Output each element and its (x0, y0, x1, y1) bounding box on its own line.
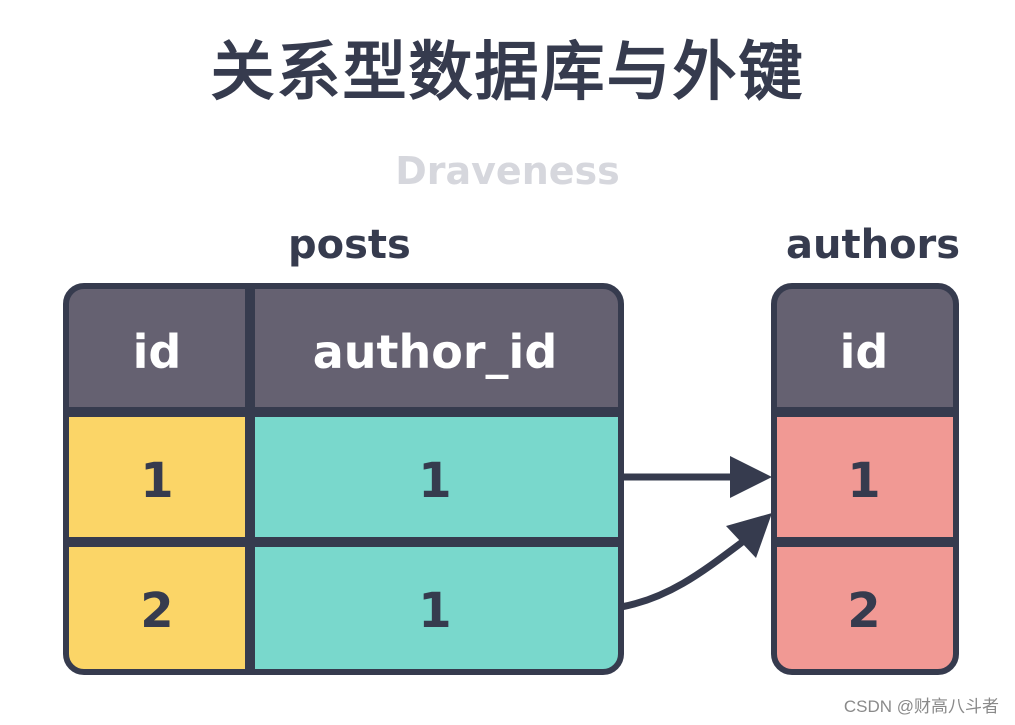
authors-row-1-id-cell (774, 412, 956, 542)
watermark: CSDN @财高八斗者 (843, 697, 999, 716)
posts-row-1-author-id-cell (247, 412, 621, 542)
posts-table (66, 286, 621, 672)
relation-arrow-row-2-head (726, 513, 772, 558)
posts-row-1-author-id: 1 (418, 453, 451, 509)
relation-arrow-row-1 (621, 456, 772, 498)
posts-header-id-cell (66, 286, 247, 412)
diagram-title: 关系型数据库与外键 (210, 36, 805, 110)
authors-table-border (771, 283, 959, 675)
relation-arrow-row-2 (620, 513, 772, 611)
diagram-subtitle: Draveness (395, 149, 620, 193)
posts-row-1-id-cell (66, 412, 247, 542)
posts-row-1-id: 1 (140, 453, 173, 509)
relation-arrow-row-1-head (730, 456, 772, 498)
authors-header-id: id (840, 325, 889, 379)
authors-table-label: authors (786, 222, 961, 268)
authors-header-id-cell (774, 286, 956, 412)
posts-row-2-id-cell (66, 542, 247, 672)
authors-row-1-id: 1 (847, 453, 880, 509)
authors-row-2-id-cell (774, 542, 956, 672)
posts-header-id: id (133, 325, 182, 379)
posts-header-author-id: author_id (313, 325, 558, 379)
posts-table-label: posts (288, 222, 411, 268)
posts-row-2-author-id-cell (247, 542, 621, 672)
posts-row-2-author-id: 1 (418, 583, 451, 639)
authors-table (774, 286, 956, 672)
authors-row-2-id: 2 (847, 583, 880, 639)
posts-row-2-id: 2 (140, 583, 173, 639)
posts-header-author-id-cell (247, 286, 621, 412)
relation-arrow-row-2-curve (620, 537, 748, 611)
